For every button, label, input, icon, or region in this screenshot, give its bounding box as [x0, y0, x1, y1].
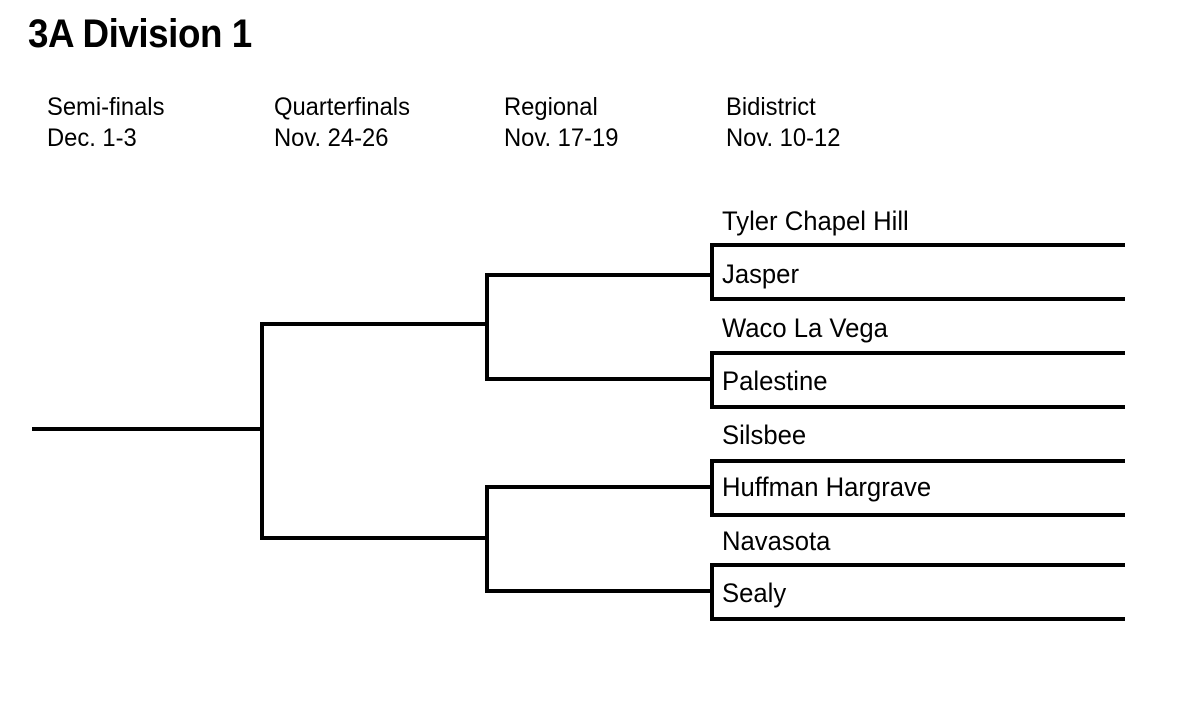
team-label-navasota: Navasota [722, 526, 831, 556]
bracket-connector-bidistrict-4 [710, 563, 714, 621]
bracket-connector-quarterfinal-top [485, 273, 489, 381]
round-dates-quarterfinals: Nov. 24-26 [274, 124, 389, 152]
bracket-line-regional-3 [710, 351, 1125, 355]
page-title: 3A Division 1 [28, 12, 252, 56]
bracket-line-regional-4 [710, 405, 1125, 409]
bracket-feed-quarterfinal-1 [485, 273, 712, 277]
bracket-feed-semifinal-bottom [260, 536, 489, 540]
bracket-connector-semifinal [260, 322, 264, 540]
round-name-quarterfinals: Quarterfinals [274, 93, 410, 121]
team-label-huffman-hargrave: Huffman Hargrave [722, 472, 932, 502]
bracket-connector-bidistrict-3 [710, 459, 714, 517]
round-header-quarterfinals: Quarterfinals Nov. 24-26 [274, 92, 410, 154]
bracket-feed-quarterfinal-2 [485, 377, 712, 381]
team-label-silsbee: Silsbee [722, 420, 807, 450]
team-label-jasper: Jasper [722, 259, 799, 289]
bracket-feed-quarterfinal-4 [485, 589, 712, 593]
round-dates-regional: Nov. 17-19 [504, 124, 619, 152]
round-header-regional: Regional Nov. 17-19 [504, 92, 618, 154]
bracket-line-semifinal-advancer [32, 427, 264, 431]
round-name-bidistrict: Bidistrict [726, 93, 816, 121]
bracket-connector-bidistrict-1 [710, 243, 714, 301]
bracket-line-regional-2 [710, 297, 1125, 301]
team-label-waco-la-vega: Waco La Vega [722, 313, 888, 343]
round-header-bidistrict: Bidistrict Nov. 10-12 [726, 92, 840, 154]
round-header-semifinals: Semi-finals Dec. 1-3 [47, 92, 164, 154]
team-label-sealy: Sealy [722, 578, 787, 608]
bracket-connector-bidistrict-2 [710, 351, 714, 409]
bracket-line-regional-6 [710, 513, 1125, 517]
bracket-line-regional-1 [710, 243, 1125, 247]
bracket-feed-semifinal-top [260, 322, 489, 326]
bracket-line-regional-7 [710, 563, 1125, 567]
bracket-line-regional-8 [710, 617, 1125, 621]
bracket-feed-quarterfinal-3 [485, 485, 712, 489]
round-name-regional: Regional [504, 93, 598, 121]
round-name-semifinals: Semi-finals [47, 93, 165, 121]
team-label-tyler-chapel-hill: Tyler Chapel Hill [722, 206, 909, 236]
bracket-line-regional-5 [710, 459, 1125, 463]
team-label-palestine: Palestine [722, 366, 828, 396]
round-dates-semifinals: Dec. 1-3 [47, 124, 137, 152]
round-dates-bidistrict: Nov. 10-12 [726, 124, 841, 152]
